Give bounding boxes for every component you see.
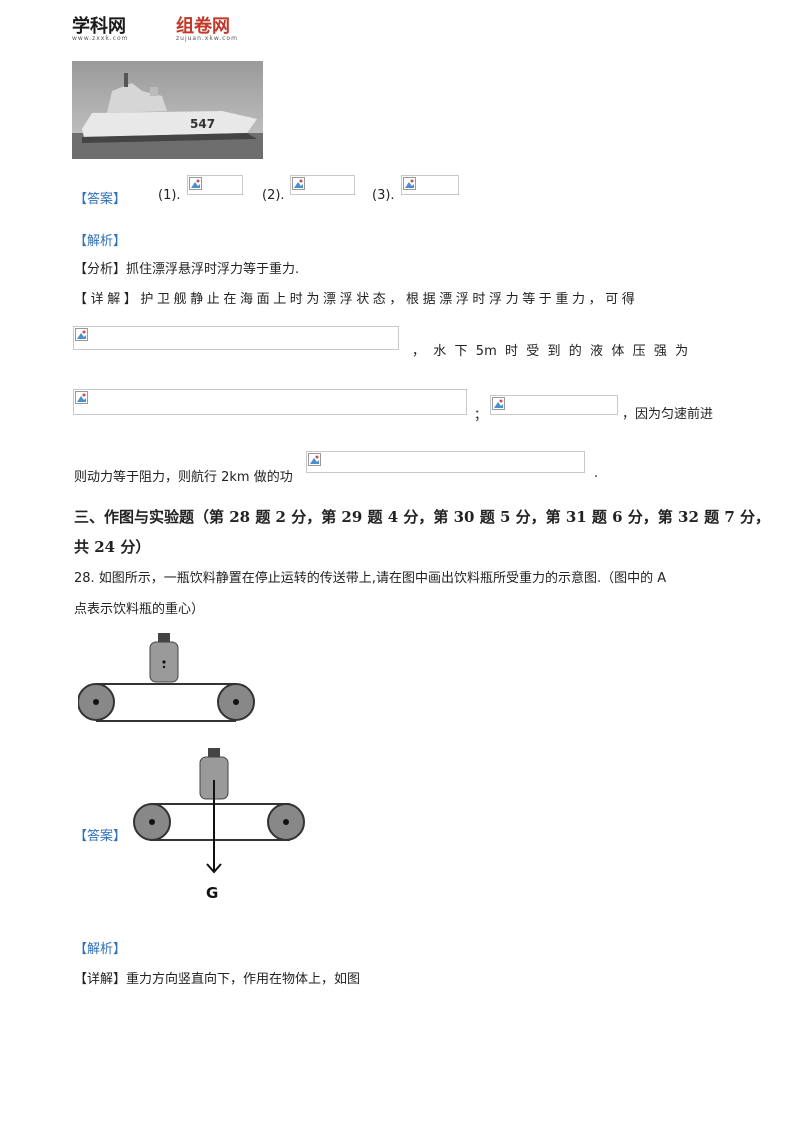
broken-image-icon: [492, 397, 505, 410]
broken-image-formula: [401, 175, 459, 195]
detail-line-2-tail: ， 水 下 5m 时 受 到 的 液 体 压 强 为: [412, 344, 689, 359]
broken-image-icon: [75, 328, 88, 341]
detail-line-3-tail: ，因为匀速前进: [622, 407, 714, 422]
svg-text:547: 547: [190, 117, 215, 131]
conveyor-belt-figure: [78, 633, 255, 722]
answer-label-2: 【答案】: [74, 829, 127, 844]
answer-label-1: 【答案】: [74, 192, 127, 207]
zujuan-logo: 组卷网 zujuan.xkw.com: [176, 12, 238, 42]
broken-image-icon: [308, 453, 321, 466]
answer-item-3: (3).: [372, 188, 395, 203]
logo-left-text: 学科网: [72, 16, 126, 37]
center-of-gravity-point-a: [162, 660, 166, 664]
detail-line-4-tail: .: [594, 466, 599, 481]
zxxk-logo: 学科网 www.zxxk.com: [72, 12, 129, 42]
logo-right-text: 组卷网: [176, 16, 230, 37]
answer-item-2: (2).: [262, 188, 285, 203]
section-title-line-1: 三、作图与实验题（第 28 题 2 分，第 29 题 4 分，第 30 题 5 …: [74, 508, 771, 526]
broken-image-icon: [403, 177, 416, 190]
detail-line-1: 【详解】护卫舰静止在海面上时为漂浮状态，根据漂浮时浮力等于重力，可得: [74, 292, 639, 307]
gravity-label: G: [206, 884, 218, 902]
q28-text-line-1: 28. 如图所示，一瓶饮料静置在停止运转的传送带上,请在图中画出饮料瓶所受重力的…: [74, 571, 667, 586]
analysis-fenxi: 【分析】抓住漂浮悬浮时浮力等于重力.: [74, 262, 300, 277]
q28-text-line-2: 点表示饮料瓶的重心）: [74, 602, 205, 617]
detail-line-4-head: 则动力等于阻力，则航行 2km 做的功: [74, 470, 293, 485]
section-title-line-2: 共 24 分）: [74, 538, 151, 556]
detail-line-3-semicolon: ；: [474, 408, 488, 423]
broken-image-formula: [187, 175, 243, 195]
broken-image-formula: [490, 395, 618, 415]
broken-image-icon: [292, 177, 305, 190]
broken-image-icon: [75, 391, 88, 404]
analysis-label-2: 【解析】: [74, 942, 127, 957]
warship-photo: 547: [72, 61, 263, 159]
logo-right-sub: zujuan.xkw.com: [176, 35, 238, 42]
analysis-label-1: 【解析】: [74, 234, 127, 249]
logo-left-sub: www.zxxk.com: [72, 35, 129, 42]
conveyor-gravity-answer-figure: G: [133, 748, 305, 902]
broken-image-formula: [73, 326, 399, 350]
answer-item-1: (1).: [158, 188, 181, 203]
analysis-2-detail: 【详解】重力方向竖直向下，作用在物体上，如图: [74, 972, 361, 987]
broken-image-formula: [306, 451, 585, 473]
broken-image-icon: [189, 177, 202, 190]
broken-image-formula: [290, 175, 355, 195]
broken-image-formula: [73, 389, 467, 415]
